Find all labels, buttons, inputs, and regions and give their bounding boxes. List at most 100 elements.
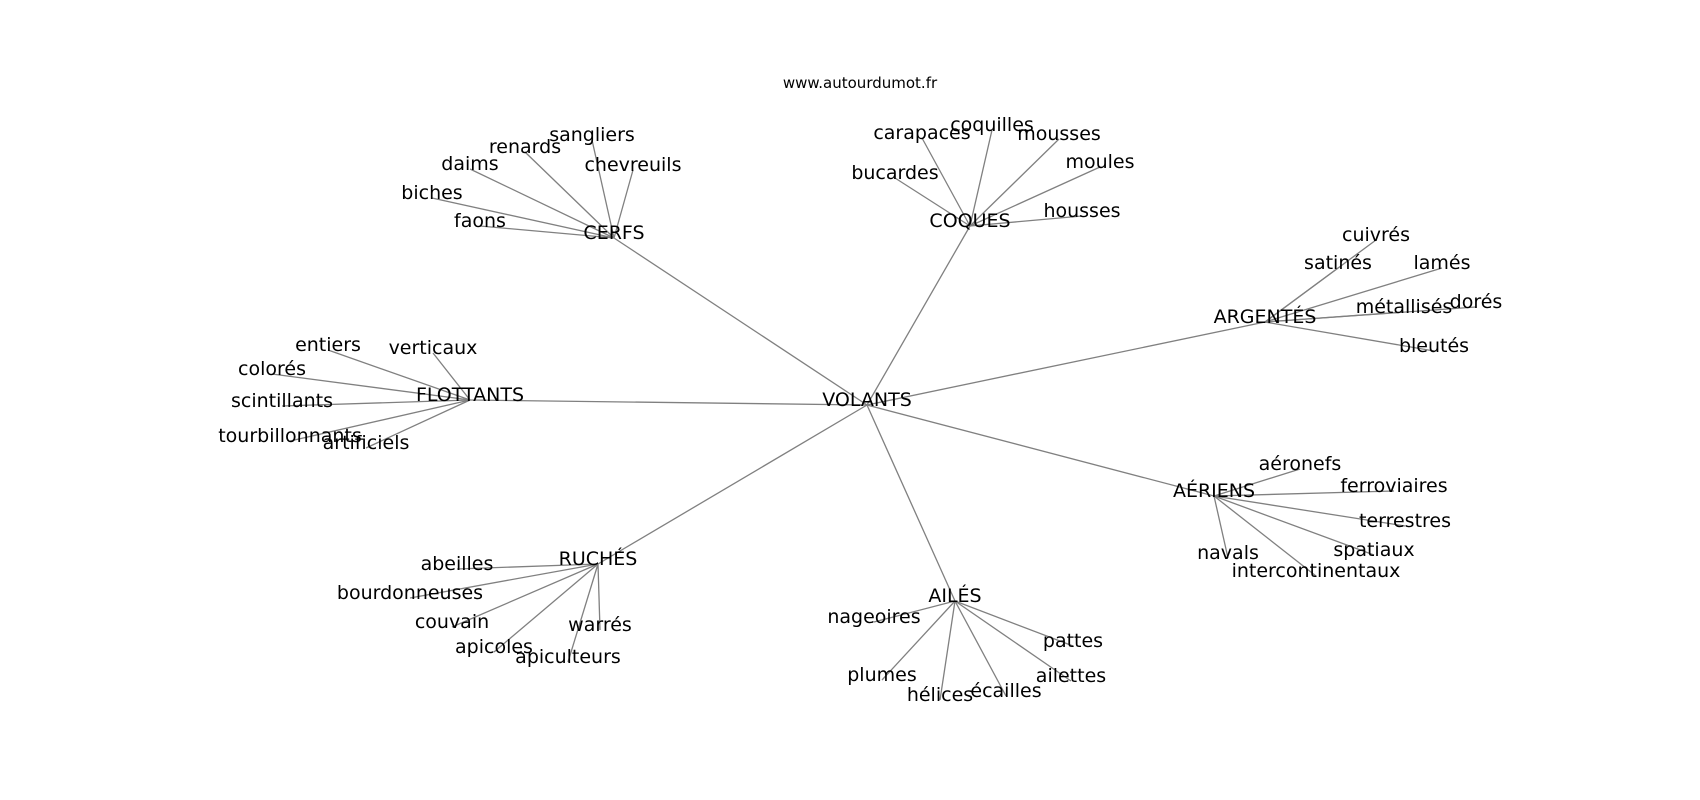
- hub-node: RUCHÉS: [559, 547, 638, 570]
- edge-1-2: [969, 138, 1060, 227]
- edge-3-2: [271, 373, 471, 401]
- edge-0-3: [613, 169, 634, 239]
- edges-layer: [271, 129, 1477, 701]
- edge-4-5: [1213, 495, 1317, 577]
- hub-node: ARGENTÉS: [1214, 305, 1317, 328]
- leaf-node: hélices: [907, 684, 973, 706]
- edge-0-0: [591, 139, 615, 239]
- edge-center-to-0: [613, 237, 868, 406]
- edge-5-5: [567, 563, 599, 663]
- edge-5-1: [409, 563, 599, 599]
- edge-2-5: [1264, 321, 1435, 352]
- edge-5-3: [493, 563, 599, 653]
- edge-4-1: [1213, 490, 1395, 497]
- leaf-node: scintillants: [231, 390, 333, 412]
- leaf-node: apicoles: [455, 636, 533, 658]
- leaf-node: daims: [441, 153, 498, 175]
- leaf-node: mousses: [1017, 123, 1101, 145]
- leaf-node: tourbillonnants: [218, 425, 362, 447]
- leaf-node: ailettes: [1036, 665, 1106, 687]
- edge-4-2: [1213, 495, 1406, 527]
- center-node: VOLANTS: [822, 389, 912, 411]
- leaf-node: bucardes: [851, 162, 938, 184]
- leaf-node: moules: [1065, 151, 1134, 173]
- leaf-node: abeilles: [421, 553, 494, 575]
- leaf-node: pattes: [1043, 630, 1103, 652]
- hub-node: CERFS: [583, 222, 644, 244]
- leaf-node: apiculteurs: [515, 646, 621, 668]
- hub-node: AÉRIENS: [1173, 479, 1255, 502]
- edge-6-4: [939, 600, 956, 701]
- leaf-node: faons: [454, 210, 506, 232]
- edge-6-3: [954, 600, 1072, 682]
- edge-center-to-5: [597, 404, 868, 565]
- edge-3-5: [365, 399, 471, 449]
- hub-node: AILÉS: [928, 584, 981, 607]
- leaf-node: couvain: [415, 611, 489, 633]
- hub-node: COQUES: [929, 210, 1010, 232]
- leaf-node: spatiaux: [1333, 539, 1414, 561]
- leaf-node: dorés: [1450, 291, 1503, 313]
- leaf-node: entiers: [295, 334, 361, 356]
- leaf-node: sangliers: [549, 124, 635, 146]
- edge-6-5: [954, 600, 1007, 697]
- edge-6-1: [954, 600, 1074, 647]
- edge-3-3: [281, 399, 471, 407]
- edge-6-2: [881, 600, 956, 681]
- edge-1-5: [969, 215, 1083, 227]
- edge-1-0: [969, 129, 993, 227]
- edge-4-3: [1213, 495, 1375, 556]
- edge-center-to-4: [866, 404, 1215, 497]
- leaf-node: warrés: [568, 614, 632, 636]
- leaf-node: lamés: [1413, 252, 1470, 274]
- leaf-node: navals: [1197, 542, 1259, 564]
- leaf-node: aéronefs: [1259, 453, 1342, 475]
- leaf-node: terrestres: [1359, 510, 1451, 532]
- edge-5-0: [456, 563, 599, 570]
- leaf-node: cuivrés: [1342, 224, 1410, 246]
- credit-text: www.autourdumot.fr: [783, 74, 938, 92]
- leaf-node: bleutés: [1399, 335, 1469, 357]
- leaf-node: plumes: [847, 664, 916, 686]
- leaf-node: coquilles: [950, 114, 1034, 136]
- leaf-node: intercontinentaux: [1232, 560, 1401, 582]
- edge-center-to-1: [866, 225, 971, 406]
- leaf-node: housses: [1043, 200, 1120, 222]
- leaf-node: renards: [489, 136, 561, 158]
- leaf-node: biches: [401, 182, 462, 204]
- edge-0-2: [469, 168, 615, 239]
- leaf-node: écailles: [970, 680, 1041, 702]
- edge-3-0: [327, 349, 471, 401]
- edge-4-4: [1213, 495, 1229, 559]
- edge-5-4: [597, 563, 601, 631]
- edge-4-0: [1213, 468, 1301, 497]
- edge-0-4: [431, 197, 615, 239]
- leaf-node: chevreuils: [584, 154, 681, 176]
- edge-2-2: [1264, 267, 1443, 323]
- edge-0-1: [524, 151, 615, 239]
- edge-3-1: [432, 352, 471, 401]
- leaf-node: colorés: [238, 358, 306, 380]
- hub-node: FLOTTANTS: [416, 384, 524, 406]
- edge-1-1: [921, 137, 971, 227]
- edge-5-2: [451, 563, 599, 628]
- leaf-node: carapaces: [873, 122, 970, 144]
- edge-1-4: [894, 177, 971, 227]
- edge-2-4: [1264, 311, 1405, 323]
- edge-6-0: [873, 600, 956, 623]
- leaf-node: métallisés: [1356, 296, 1453, 318]
- edge-3-4: [289, 399, 471, 442]
- edge-1-3: [969, 166, 1101, 227]
- leaf-node: ferroviaires: [1340, 475, 1447, 497]
- edge-center-to-2: [866, 321, 1266, 406]
- leaf-node: nageoires: [827, 606, 920, 628]
- leaf-node: bourdonneuses: [337, 582, 483, 604]
- edge-center-to-3: [469, 399, 868, 406]
- edge-0-5: [479, 225, 615, 239]
- edge-2-1: [1264, 267, 1339, 323]
- leaf-node: artificiels: [323, 432, 410, 454]
- leaf-node: verticaux: [389, 337, 478, 359]
- leaf-node: satinés: [1304, 252, 1372, 274]
